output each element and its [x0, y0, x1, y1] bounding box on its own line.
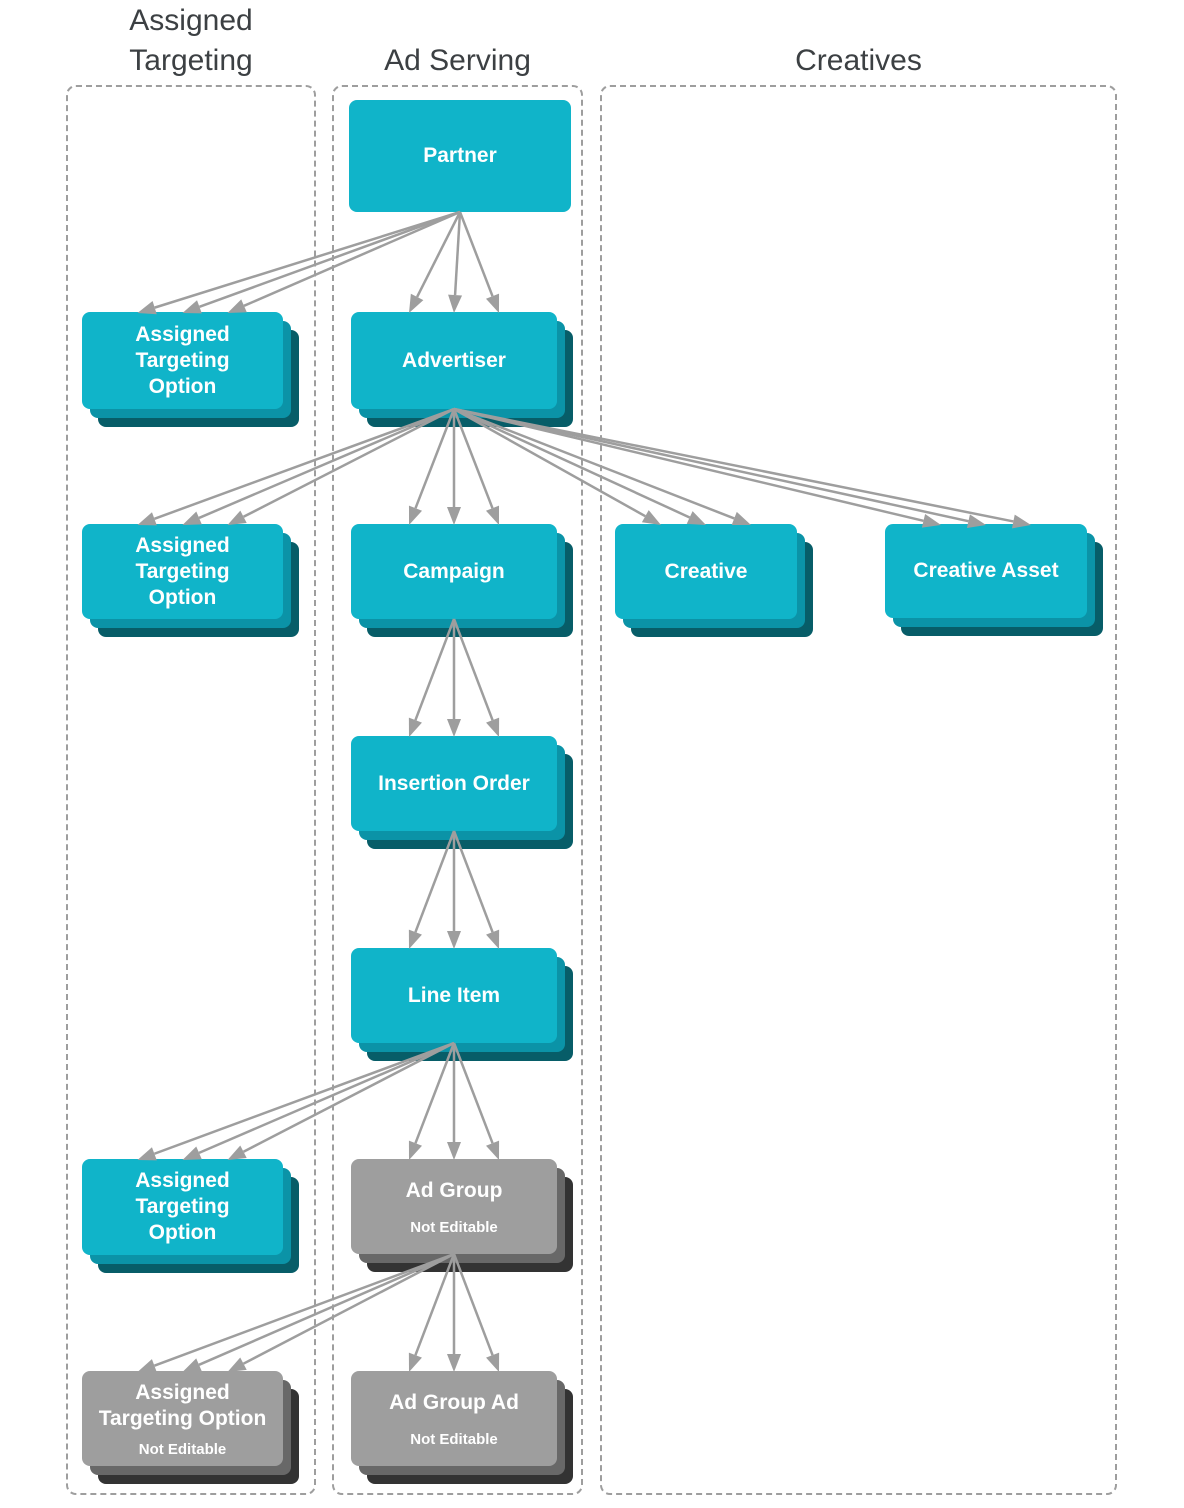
node-creative: Creative — [615, 524, 797, 619]
node-assigned-targeting-option-1: Assigned Targeting Option — [82, 312, 283, 409]
node-line-item: Line Item — [351, 948, 557, 1043]
node-label: Assigned Targeting Option — [135, 322, 230, 398]
node-label: Campaign — [403, 559, 505, 583]
column-assigned-targeting: Assigned Targeting — [66, 4, 316, 1495]
node-assigned-targeting-option-3: Assigned Targeting Option — [82, 1159, 283, 1255]
node-not-editable-badge: Not Editable — [410, 1218, 498, 1236]
column-title-ad-serving: Ad Serving — [384, 44, 531, 77]
node-label: Advertiser — [402, 348, 506, 372]
node-label: Line Item — [407, 983, 501, 1007]
column-title-creatives: Creatives — [795, 44, 922, 77]
node-label: Creative Asset — [913, 559, 1059, 582]
node-campaign: Campaign — [351, 524, 557, 619]
node-insertion-order: Insertion Order — [351, 736, 557, 831]
node-advertiser: Advertiser — [351, 312, 557, 409]
node-ad-group-ad: Ad Group Ad Not Editable — [351, 1371, 557, 1466]
node-label: Assigned Targeting Option — [135, 1169, 230, 1244]
node-label: Ad Group Ad — [389, 1390, 519, 1414]
node-label: Creative — [664, 559, 748, 583]
node-label: Insertion Order — [378, 771, 530, 795]
node-label: Ad Group — [405, 1178, 503, 1202]
column-title-assigned-targeting: Assigned Targeting — [129, 4, 253, 77]
node-creative-asset: Creative Asset — [885, 524, 1087, 618]
node-not-editable-badge: Not Editable — [410, 1430, 498, 1448]
node-label: Assigned Targeting Option — [98, 1380, 267, 1430]
node-assigned-targeting-option-2: Assigned Targeting Option — [82, 524, 283, 619]
node-label: Assigned Targeting Option — [135, 533, 230, 609]
node-not-editable-badge: Not Editable — [138, 1440, 227, 1458]
node-ad-group: Ad Group Not Editable — [351, 1159, 557, 1254]
node-label: Partner — [423, 144, 497, 167]
column-creatives: Creatives — [600, 44, 1117, 1495]
node-assigned-targeting-option-not-editable: Assigned Targeting Option Not Editable — [82, 1371, 283, 1466]
node-partner: Partner — [349, 100, 571, 212]
column-ad-serving: Ad Serving — [332, 44, 583, 1495]
